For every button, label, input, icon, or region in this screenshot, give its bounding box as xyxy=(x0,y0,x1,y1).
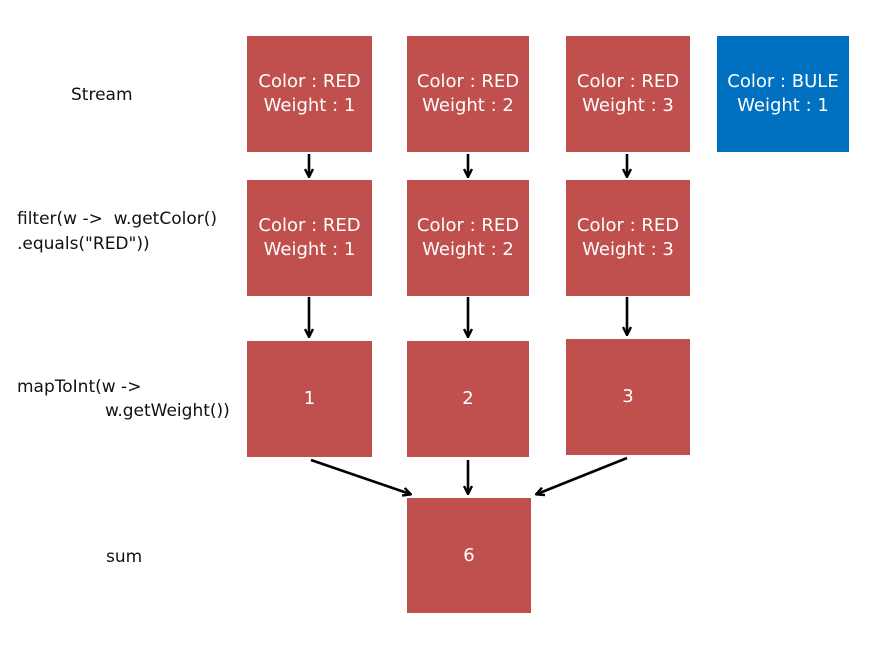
row-label-map-line1: mapToInt(w -> xyxy=(17,377,142,397)
stream-item-1: Color : RED Weight : 1 xyxy=(247,36,372,152)
map-item-2: 2 xyxy=(407,341,529,457)
map-item-2-value: 2 xyxy=(462,388,474,409)
map-item-3: 3 xyxy=(566,339,690,455)
arrow-map-1-to-sum xyxy=(310,458,410,494)
stream-item-3: Color : RED Weight : 3 xyxy=(566,36,690,152)
row-label-filter-line2: .equals("RED")) xyxy=(17,234,150,254)
stream-item-4-weight: Weight : 1 xyxy=(737,95,829,116)
stream-item-4-color: Color : BULE xyxy=(727,71,839,92)
filter-item-1-weight: Weight : 1 xyxy=(263,239,356,260)
row-label-stream: Stream xyxy=(71,85,133,105)
filter-item-1: Color : RED Weight : 1 xyxy=(247,180,372,296)
row-label-map-line2: w.getWeight()) xyxy=(105,401,230,421)
stream-item-2-weight: Weight : 2 xyxy=(422,95,514,116)
filter-item-1-color: Color : RED xyxy=(258,215,361,236)
sum-value: 6 xyxy=(463,544,475,566)
stream-item-2-color: Color : RED xyxy=(416,71,520,92)
map-item-3-value: 3 xyxy=(622,386,634,407)
stream-item-4: Color : BULE Weight : 1 xyxy=(717,36,849,152)
filter-item-3-weight: Weight : 3 xyxy=(582,239,674,260)
stream-item-1-weight: Weight : 1 xyxy=(263,95,356,116)
row-label-sum: sum xyxy=(106,547,143,567)
stream-item-1-color: Color : RED xyxy=(258,71,361,92)
filter-item-3: Color : RED Weight : 3 xyxy=(566,180,690,296)
filter-item-2-weight: Weight : 2 xyxy=(422,239,514,260)
sum-box: 6 xyxy=(407,498,531,613)
row-label-filter-line1: filter(w -> w.getColor() xyxy=(17,209,217,229)
filter-item-2-color: Color : RED xyxy=(416,215,520,236)
arrow-map-3-to-sum xyxy=(537,456,628,494)
filter-item-2: Color : RED Weight : 2 xyxy=(407,180,529,296)
map-item-1: 1 xyxy=(247,341,372,457)
stream-item-2: Color : RED Weight : 2 xyxy=(407,36,529,152)
stream-item-3-weight: Weight : 3 xyxy=(582,95,674,116)
stream-item-3-color: Color : RED xyxy=(576,71,680,92)
map-item-1-value: 1 xyxy=(303,388,316,409)
filter-item-3-color: Color : RED xyxy=(576,215,680,236)
